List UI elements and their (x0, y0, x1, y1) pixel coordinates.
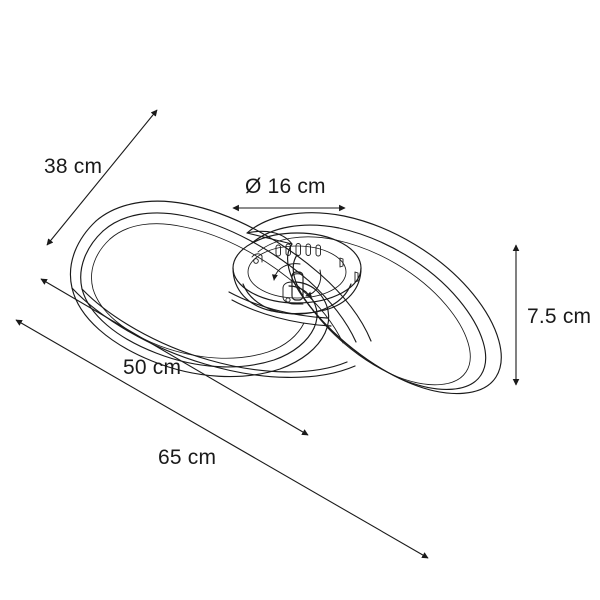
dimension-label-depth: 38 cm (44, 155, 103, 178)
dimension-label-canopy-diameter: Ø 16 cm (245, 175, 326, 198)
left-loop-outer-edge (69, 200, 372, 378)
left-loop-inner-edge (80, 212, 357, 368)
canopy-screw-detail (251, 253, 263, 264)
dimension-line-38 (46, 109, 158, 246)
right-loop-highlight-line (257, 236, 471, 386)
right-loop-inner-edge (251, 224, 487, 390)
dimension-lines (15, 109, 520, 559)
pin-bracket-left (282, 281, 293, 289)
front-ribbon-sweep (71, 287, 356, 378)
canopy-right-wall (324, 267, 362, 311)
rotation-arrow-left (271, 263, 301, 281)
canopy-left-wall (232, 267, 273, 312)
dimension-line-65 (15, 319, 429, 559)
dimension-label-inner-length: 50 cm (123, 356, 182, 379)
canopy-vent-slots (275, 243, 321, 257)
rotation-arrow-right (305, 269, 322, 298)
dimension-label-overall-length: 65 cm (158, 446, 217, 469)
dimension-label-height: 7.5 cm (527, 305, 592, 328)
canopy-side-tabs (339, 257, 359, 283)
